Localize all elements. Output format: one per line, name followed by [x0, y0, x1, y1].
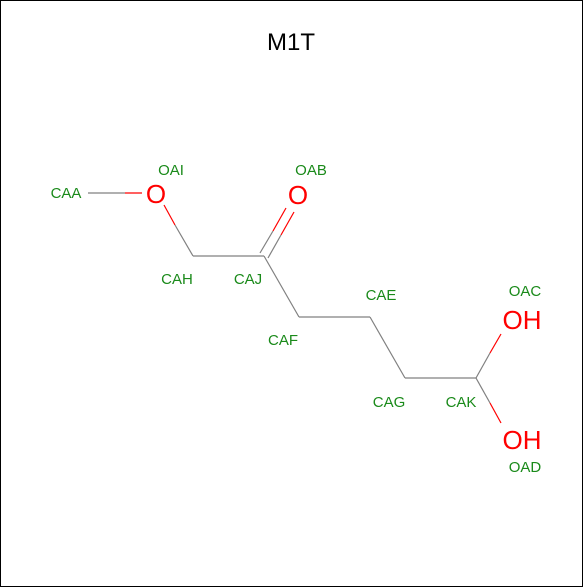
atom-label-caf: CAF: [268, 332, 298, 349]
bond-caj-oab-2-o: [280, 211, 295, 236]
bond-caj-oab-2: [267, 234, 282, 259]
bond-oai-cah: [174, 224, 194, 257]
atom-label-oac: OAC: [509, 283, 542, 300]
bond-oai-cah-o: [163, 204, 176, 226]
bond-caj-oab-1: [259, 230, 274, 254]
bond-cak-oac: [475, 352, 491, 379]
hydroxyl-symbol-oac: OH: [503, 305, 542, 335]
bonds: [88, 192, 502, 424]
bond-cak-oad-o: [489, 402, 502, 424]
atom-label-cak: CAK: [446, 394, 477, 411]
atom-label-cag: CAG: [373, 394, 406, 411]
heteroatoms: O O OH OH: [146, 179, 542, 455]
oxygen-symbol-oai: O: [146, 179, 166, 209]
atom-label-cah: CAH: [161, 271, 193, 288]
bond-cae-cag: [369, 316, 406, 379]
atom-label-oai: OAI: [158, 162, 184, 179]
bond-caj-caf: [263, 255, 300, 318]
hydroxyl-symbol-oad: OH: [503, 425, 542, 455]
atom-label-oad: OAD: [509, 459, 542, 476]
oxygen-symbol-oab: O: [288, 180, 308, 210]
atom-label-cae: CAE: [366, 287, 397, 304]
molecule-title: M1T: [267, 29, 315, 56]
bond-cak-oad: [475, 377, 491, 404]
atom-labels: CAA OAI CAH CAJ OAB CAF CAE CAG CAK OAC …: [51, 162, 542, 476]
atom-label-caa: CAA: [51, 185, 82, 202]
bond-caj-oab-1-o: [272, 207, 287, 232]
atom-label-oab: OAB: [295, 162, 327, 179]
bond-cak-oac-o: [489, 333, 502, 354]
atom-label-caj: CAJ: [234, 271, 262, 288]
